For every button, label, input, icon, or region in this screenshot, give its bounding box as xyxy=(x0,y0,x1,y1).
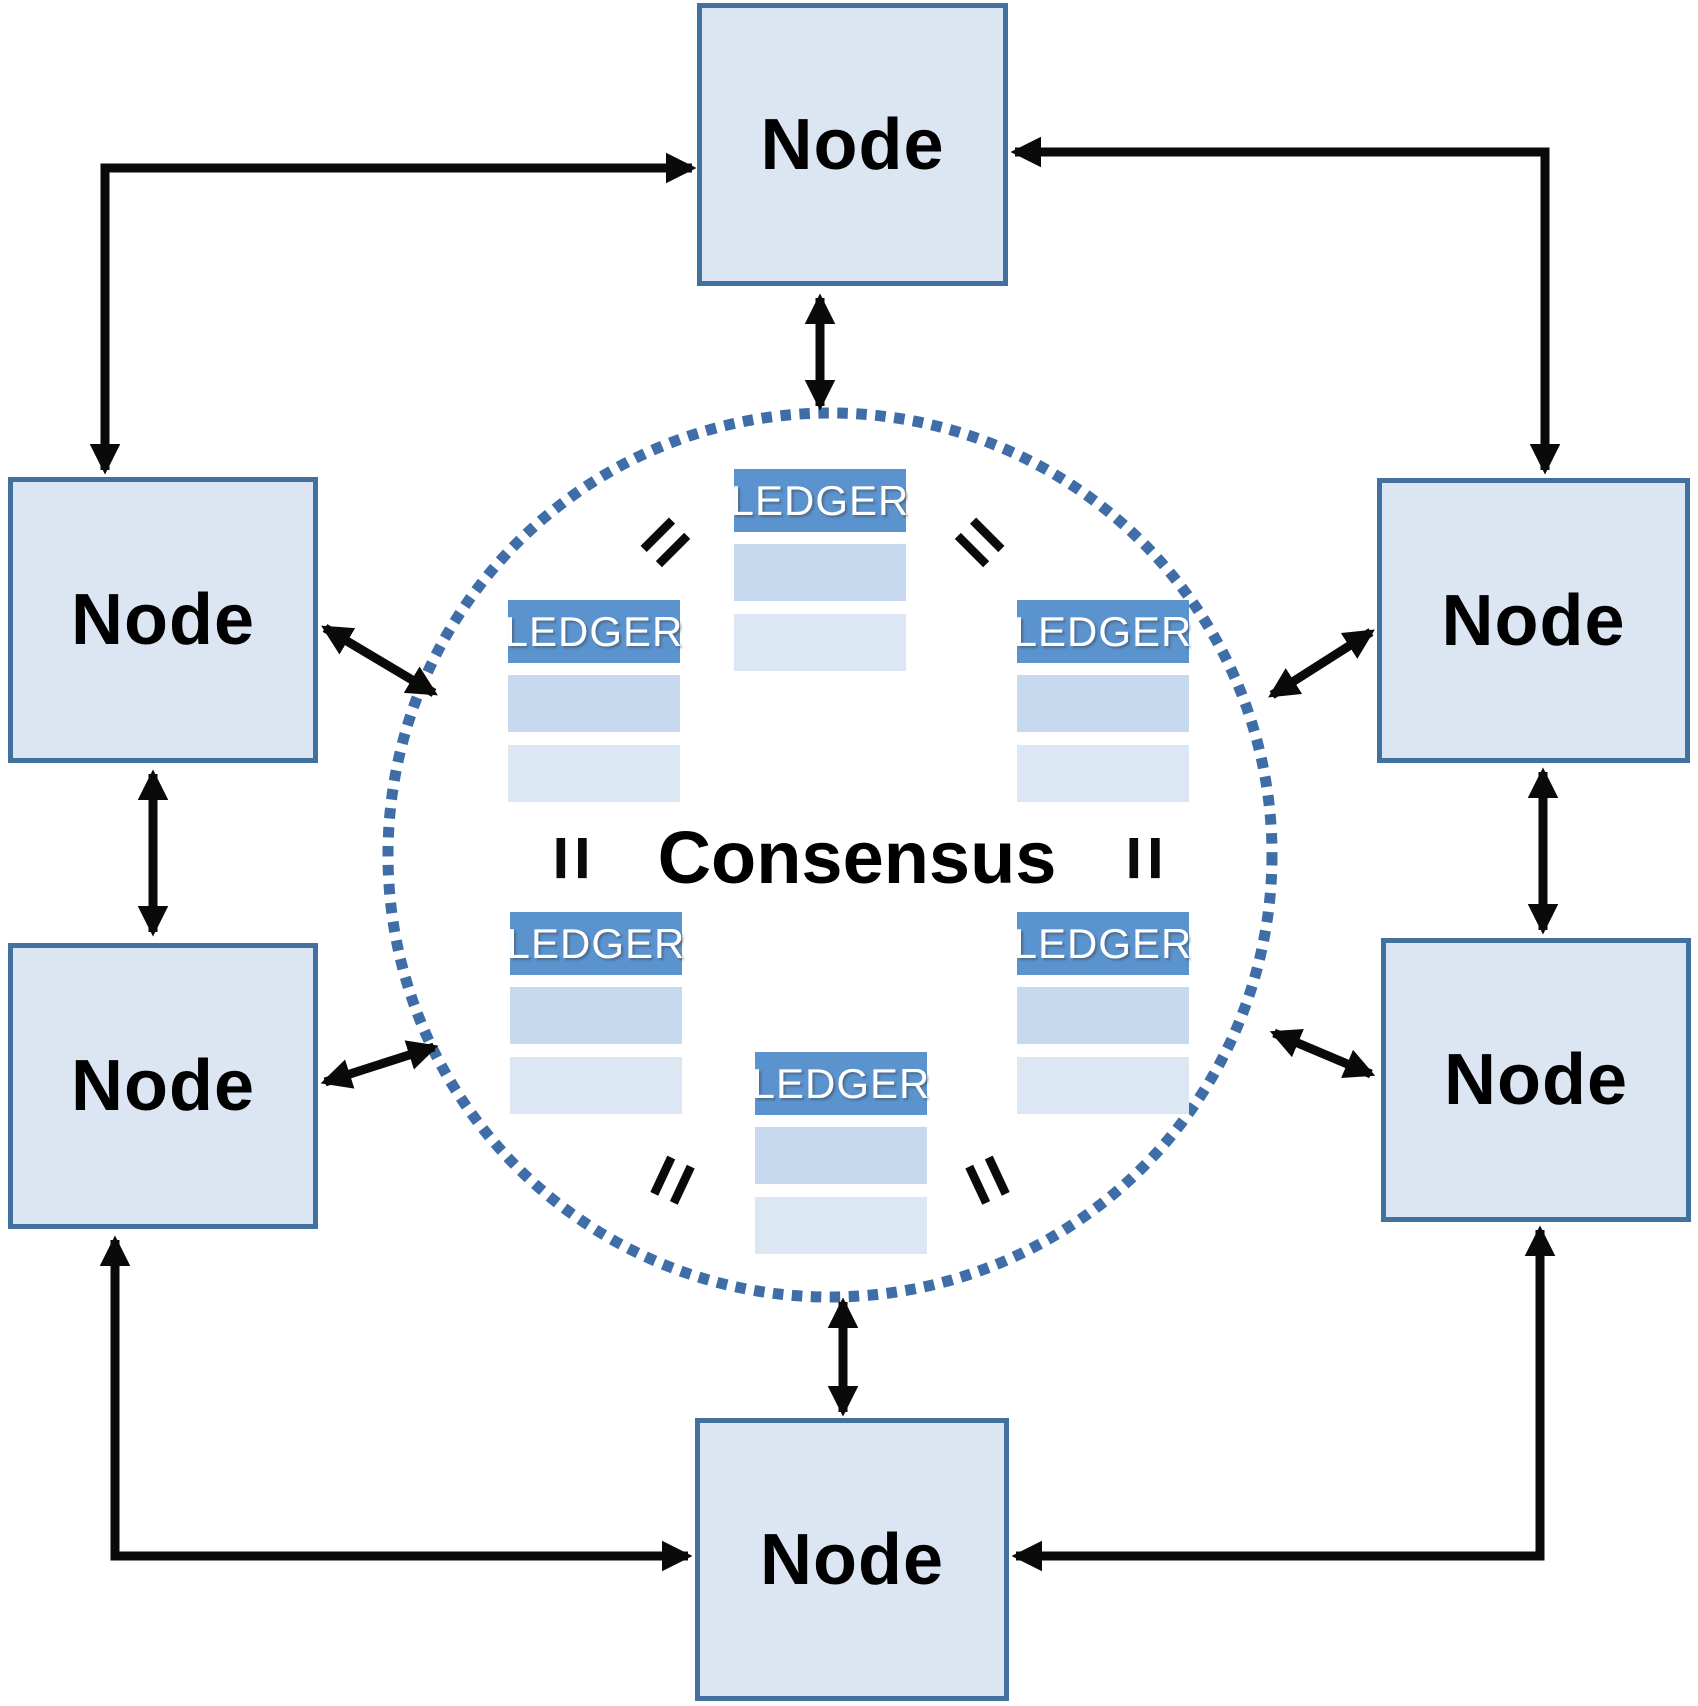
ledger-row xyxy=(734,544,906,601)
ledger-header: LEDGER xyxy=(1014,600,1191,663)
node-label: Node xyxy=(1441,580,1626,661)
ledger-bottom-center: LEDGER xyxy=(752,1052,929,1254)
ledger-row xyxy=(510,987,682,1044)
ledger-row xyxy=(734,614,906,671)
arrow-lowerright-circle xyxy=(1269,1028,1376,1079)
equals-icon: = xyxy=(1101,834,1190,882)
ledger-middle-right: LEDGER xyxy=(1014,600,1191,802)
arrow-upperright-circle xyxy=(1268,628,1375,699)
ledger-row xyxy=(755,1127,927,1184)
ledger-lower-left: LEDGER xyxy=(507,912,684,1114)
ledger-header: LEDGER xyxy=(505,600,682,663)
node-label: Node xyxy=(71,580,255,660)
ledger-lower-right: LEDGER xyxy=(1014,912,1191,1114)
ledger-row xyxy=(508,675,680,732)
ledger-header: LEDGER xyxy=(1014,912,1191,975)
ledger-row xyxy=(510,1057,682,1114)
ledger-row xyxy=(508,745,680,802)
node-upper-left: Node xyxy=(8,477,318,763)
arrow-lowerleft-bottom xyxy=(99,1235,693,1572)
equals-icon: = xyxy=(528,834,617,882)
consensus-dotted-circle xyxy=(382,407,1278,1303)
ledger-middle-left: LEDGER xyxy=(505,600,682,802)
ledger-row xyxy=(755,1197,927,1254)
node-top: Node xyxy=(697,3,1008,286)
ledger-header: LEDGER xyxy=(731,469,908,532)
arrow-upperleft-top xyxy=(89,152,697,475)
node-label: Node xyxy=(760,1519,944,1600)
consensus-label: Consensus xyxy=(657,816,1057,899)
arrow-lowerright-bottom xyxy=(1011,1225,1556,1572)
node-bottom: Node xyxy=(695,1418,1009,1701)
arrow-upperright-top xyxy=(1010,136,1561,475)
ledger-row xyxy=(1017,987,1189,1044)
node-lower-right: Node xyxy=(1381,938,1691,1222)
ledger-row xyxy=(1017,1057,1189,1114)
ledger-row xyxy=(1017,745,1189,802)
ledger-header: LEDGER xyxy=(507,912,684,975)
arrow-lowerleft-circle xyxy=(320,1040,439,1089)
node-lower-left: Node xyxy=(8,943,318,1229)
ledger-row xyxy=(1017,675,1189,732)
node-label: Node xyxy=(1444,1040,1628,1120)
node-label: Node xyxy=(71,1046,255,1126)
ledger-top-center: LEDGER xyxy=(731,469,908,671)
ledger-header: LEDGER xyxy=(752,1052,929,1115)
node-label: Node xyxy=(760,104,945,185)
node-upper-right: Node xyxy=(1377,478,1690,763)
arrow-upperleft-circle xyxy=(321,624,438,697)
